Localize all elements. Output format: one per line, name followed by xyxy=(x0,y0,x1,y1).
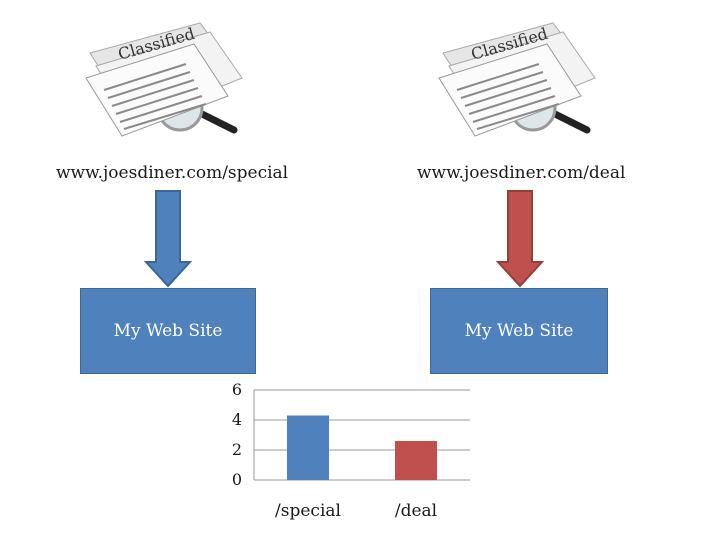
web-site-box-left-label: My Web Site xyxy=(113,321,223,341)
x-category-label-special: /special xyxy=(275,501,341,521)
bar-special xyxy=(287,415,329,480)
url-left: www.joesdiner.com/special xyxy=(56,163,289,183)
bar-deal xyxy=(395,441,437,480)
web-site-box-right: My Web Site xyxy=(430,288,608,374)
y-tick-label-6: 6 xyxy=(232,380,242,399)
x-category-label-deal: /deal xyxy=(395,501,437,521)
web-site-box-left: My Web Site xyxy=(80,288,256,374)
bar-chart: 0 2 4 6/special/deal xyxy=(210,372,510,532)
url-right: www.joesdiner.com/deal xyxy=(417,163,626,183)
y-tick-label-2: 2 xyxy=(232,440,242,459)
y-tick-label-4: 4 xyxy=(232,410,242,429)
newspaper-left-image: Classified xyxy=(82,18,252,148)
down-arrow-right xyxy=(496,190,544,288)
y-tick-label-0: 0 xyxy=(232,470,242,489)
newspaper-right-image: Classified xyxy=(435,18,605,148)
web-site-box-right-label: My Web Site xyxy=(464,321,574,341)
down-arrow-left xyxy=(144,190,192,288)
